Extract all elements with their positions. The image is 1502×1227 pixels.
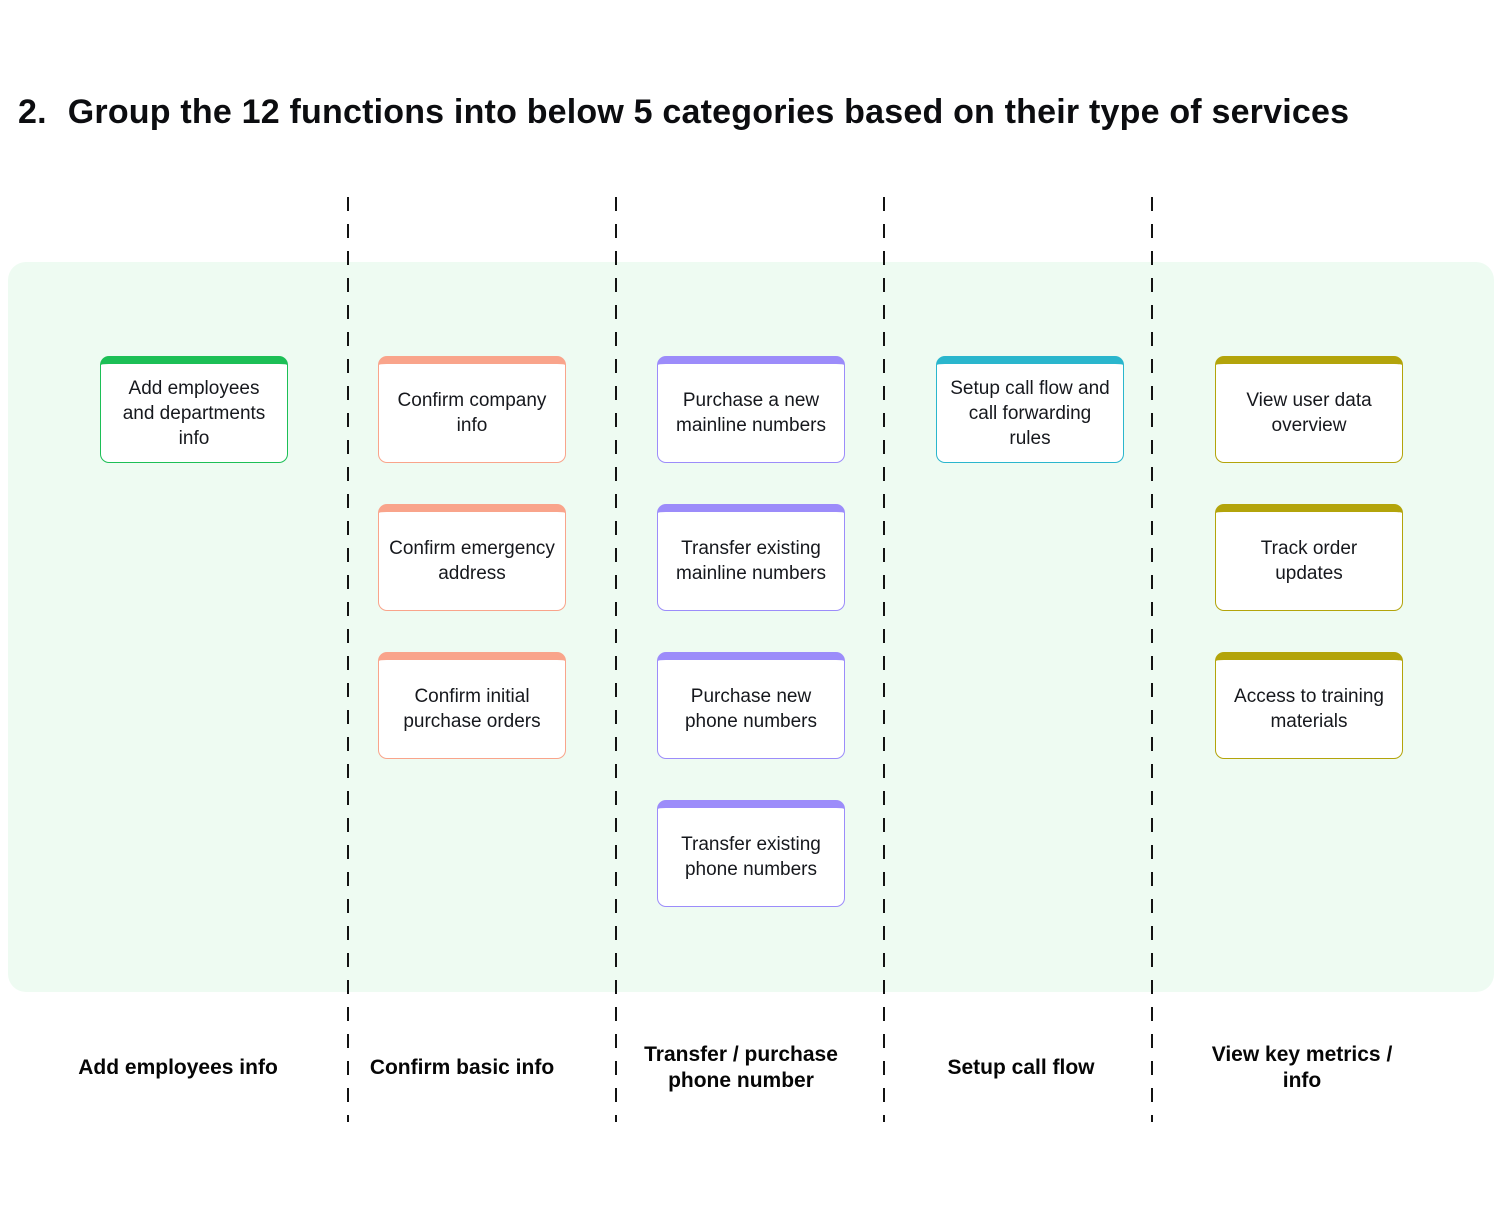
function-card-label: Transfer existing phone numbers — [681, 834, 821, 880]
function-card-label: Setup call flow and call forwarding rule… — [950, 377, 1110, 449]
function-card-label: Confirm initial purchase orders — [403, 686, 541, 732]
function-card-label: Access to training materials — [1234, 686, 1384, 732]
function-card[interactable]: Purchase new phone numbers — [657, 652, 845, 759]
column-divider-4 — [1151, 197, 1153, 1122]
category-label-add-employees-info: Add employees info — [78, 1056, 278, 1079]
function-card-label: Confirm emergency address — [389, 538, 555, 584]
column-divider-2 — [615, 197, 617, 1122]
function-card[interactable]: Confirm company info — [378, 356, 566, 463]
function-card[interactable]: Confirm emergency address — [378, 504, 566, 611]
function-card[interactable]: Add employees and departments info — [100, 356, 288, 463]
function-card-label: Add employees and departments info — [122, 377, 266, 449]
title-text: Group the 12 functions into below 5 cate… — [67, 93, 1350, 131]
column-transfer-purchase-phone-number: Purchase a new mainline numbers Transfer… — [657, 356, 845, 907]
column-divider-1 — [347, 197, 349, 1122]
function-card[interactable]: Transfer existing phone numbers — [657, 800, 845, 907]
function-card-label: Purchase a new mainline numbers — [676, 390, 826, 436]
column-add-employees-info: Add employees and departments info — [100, 356, 288, 463]
function-card-label: Transfer existing mainline numbers — [676, 538, 826, 584]
function-card[interactable]: Transfer existing mainline numbers — [657, 504, 845, 611]
function-card-label: View user data overview — [1246, 390, 1372, 436]
category-label-transfer-purchase-phone-number: Transfer / purchase phone number — [644, 1043, 838, 1092]
function-card-label: Track order updates — [1260, 538, 1358, 584]
function-card[interactable]: Purchase a new mainline numbers — [657, 356, 845, 463]
category-label-view-key-metrics: View key metrics / info — [1211, 1043, 1393, 1092]
function-card-label: Purchase new phone numbers — [684, 686, 818, 732]
category-label-confirm-basic-info: Confirm basic info — [369, 1056, 555, 1079]
column-divider-3 — [883, 197, 885, 1122]
column-setup-call-flow: Setup call flow and call forwarding rule… — [936, 356, 1124, 463]
function-card[interactable]: Confirm initial purchase orders — [378, 652, 566, 759]
column-view-key-metrics: View user data overview Track order upda… — [1215, 356, 1403, 759]
function-card[interactable]: Access to training materials — [1215, 652, 1403, 759]
page-title: 2. Group the 12 functions into below 5 ca… — [18, 90, 1349, 134]
title-number: 2. — [18, 93, 47, 131]
column-confirm-basic-info: Confirm company info Confirm emergency a… — [378, 356, 566, 759]
function-card-label: Confirm company info — [397, 390, 547, 436]
function-card[interactable]: Track order updates — [1215, 504, 1403, 611]
category-label-setup-call-flow: Setup call flow — [947, 1056, 1095, 1079]
function-card[interactable]: View user data overview — [1215, 356, 1403, 463]
function-card[interactable]: Setup call flow and call forwarding rule… — [936, 356, 1124, 463]
